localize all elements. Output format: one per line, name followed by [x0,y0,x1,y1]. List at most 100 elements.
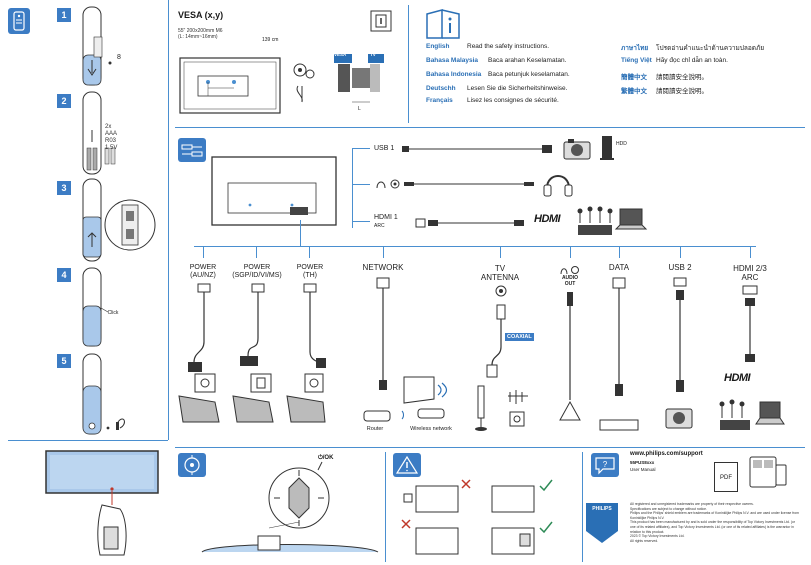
drop-antenna [500,246,501,258]
router-icon [363,410,391,422]
hdd-icon [600,136,614,160]
vesa-bracket-diagram [334,54,384,103]
router-label: Router [366,426,384,432]
warning-header-icon [393,453,421,477]
usb1-label: USB 1 [374,145,395,152]
remote-step4-illustration [82,267,109,347]
wireless-label: Wireless network [410,426,452,432]
drop-power-sgp [256,246,257,258]
support-model: 55PUS8xxx [630,460,655,465]
vesa-spec: 55" 200x200mm M6 (L: 14mm~16mm) [178,28,223,40]
step-number-3: 3 [57,181,71,195]
joystick-header-icon [178,453,206,477]
hdd-label: HDD [616,141,627,147]
safety-right-text-1: Hãy đọc chỉ dẫn an toàn. [656,57,728,64]
port-label-audio: AUDIO OUT [561,275,579,287]
vesa-tag: VESA [334,52,347,57]
connector-audio-line [352,184,370,185]
drop-usb2 [680,246,681,258]
remote-step1-illustration [82,6,112,86]
coaxial-tag: COAXIAL [505,333,534,341]
port-label-network: NETWORK [362,263,404,272]
svg-text:?: ? [603,460,608,469]
drop-data [619,246,620,258]
safety-right-lang-0: ภาษาไทย [621,45,649,52]
audio-out-icon [560,266,579,275]
divider-bottom-section [175,447,805,448]
port-label-data: DATA [608,263,630,272]
usb2-cable [673,277,687,392]
connector-hdmi1-line [352,221,370,222]
support-url: www.philips.com/support [630,451,703,457]
safety-right-text-2: 請閱讀安全說明。 [656,74,708,81]
audio-out-cable [559,292,581,421]
vesa-title: VESA (x,y) [178,10,224,20]
hdmi23-logo: HDMI [724,372,751,384]
wireless-tv-icon [401,376,448,420]
safety-right-text-3: 請閱讀安全說明。 [656,88,708,95]
remote-header-icon [8,8,30,34]
safety-text-4: Lisez les consignes de sécurité. [467,97,559,104]
click-label: Click [107,310,119,316]
safety-right-lang-2: 簡體中文 [621,74,647,81]
length-label: L [358,106,361,112]
screw-count: 8 [117,54,121,61]
safety-lang-0: English [426,43,450,50]
step-number-4: 4 [57,268,71,282]
safety-right-text-0: โปรดอ่านคำแนะนำด้านความปลอดภัย [656,45,765,52]
headphone-port-icon [376,179,400,189]
headphones-icon [543,175,573,197]
usb2-camera-icon [665,408,693,429]
step-number-1: 1 [57,8,71,22]
safety-right-lang-3: 繁體中文 [621,88,647,95]
safety-lang-4: Français [426,97,453,104]
audio-cable [404,182,534,186]
hdmi-logo: HDMI [534,213,561,225]
tv-back-connections-diagram [211,156,337,226]
safety-lang-2: Bahasa Indonesia [426,71,482,78]
screwdriver-icon [370,10,392,32]
battery-info: 2x AAA R03 1.5V [105,124,118,151]
port-label-hdmi23: HDMI 2/3 ARC [733,264,767,282]
divider-bottom-2 [582,452,583,562]
connector-tv-down [300,220,301,246]
antenna-cable [486,285,507,378]
vesa-depth: 139 cm [262,37,279,43]
camera-icon [563,139,591,160]
support-header-icon: ? [591,453,619,477]
hdmi1-cable [415,218,524,228]
divider-left-column [168,0,169,440]
legal-text: All registered and unregistered trademar… [630,502,800,543]
power-ok-label: ⏻/OK [318,455,334,461]
data-cable [612,277,626,396]
port-label-usb2: USB 2 [668,263,692,272]
remote-step3-illustration [82,178,156,262]
philips-logo: PHILIPS [586,503,618,543]
tablet-phone-icon [749,456,787,488]
divider-top-section [175,127,805,128]
cable-header-icon [178,138,206,162]
power-cable-sgp [240,283,265,366]
safety-book-info-icon [426,9,460,39]
drop-power-au [203,246,204,258]
tv-power-button-illustration [45,450,159,556]
usb1-cable [402,145,552,153]
step-number-2: 2 [57,94,71,108]
safety-lang-3: Deutschh [426,85,456,92]
port-label-power-au: POWER (AU/NZ) [189,264,217,279]
network-cable [376,277,390,390]
port-label-antenna: TV ANTENNA [480,264,520,282]
safety-text-2: Baca petunjuk keselamatan. [488,71,570,78]
connector-usb1-line [352,148,370,149]
port-label-power-sgp: POWER (SGP/ID/VI/MS) [232,264,282,279]
drop-audio [570,246,571,258]
drop-power-th [309,246,310,258]
power-outlets [178,373,326,423]
divider-left-bottom [8,440,168,441]
antenna-devices [475,385,528,431]
drop-hdmi23 [750,246,751,258]
step-number-5: 5 [57,354,71,368]
wall-mount-screw-diagram [293,63,315,103]
laptop-icon [614,208,648,230]
safety-text-3: Lesen Sie die Sicherheitshinweise. [467,85,568,92]
